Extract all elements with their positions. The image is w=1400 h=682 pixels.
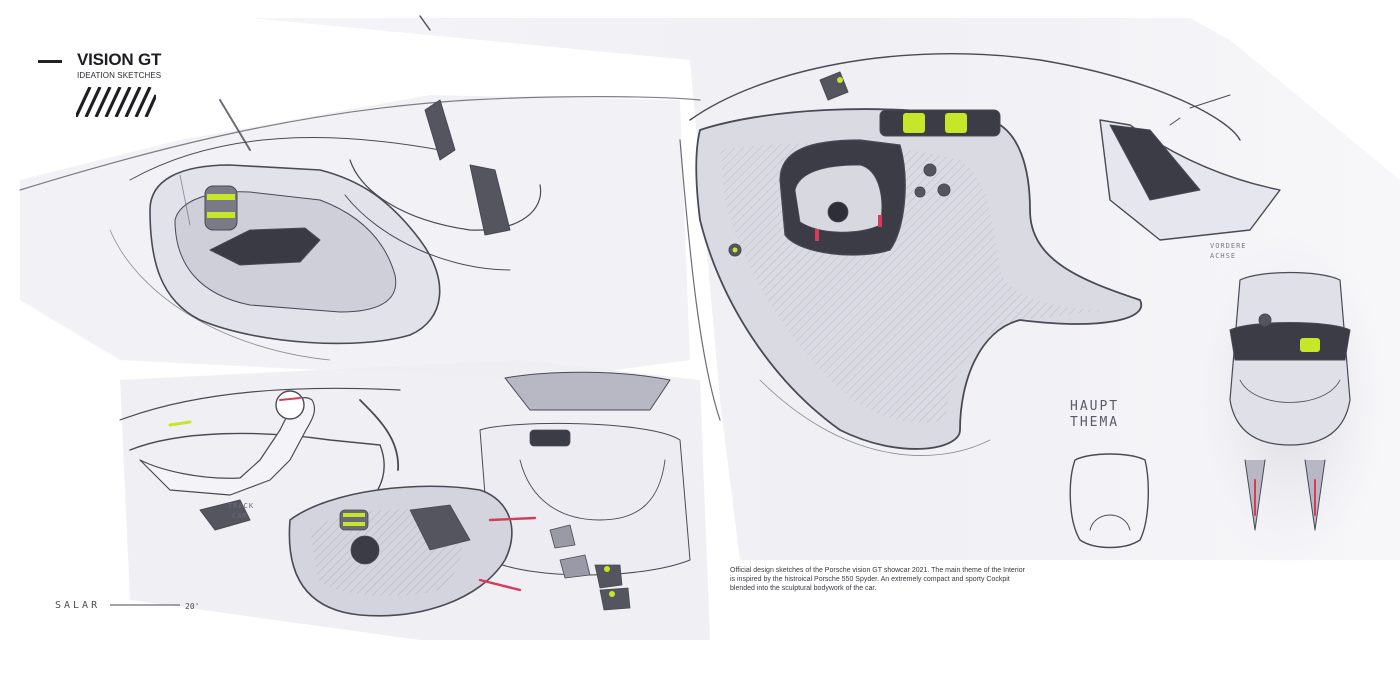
page-subtitle: IDEATION SKETCHES xyxy=(77,71,162,80)
cockpit-tub-sketch xyxy=(288,485,631,617)
description-text: Official design sketches of the Porsche … xyxy=(730,567,1025,592)
track-cam-label-line1: TRACK xyxy=(228,502,254,510)
top-view-sketch xyxy=(1229,271,1351,531)
rear-view-interior-sketch xyxy=(479,371,691,576)
thema-label: THEMA xyxy=(1070,415,1119,430)
driver-profile-sketch xyxy=(119,387,401,531)
haupt-label: HAUPT xyxy=(1070,399,1119,414)
title-block: VISION GT IDEATION SKETCHES xyxy=(38,48,178,128)
cockpit-perspective-sketch xyxy=(19,15,701,361)
artist-signature: SALAR 20' xyxy=(55,600,199,611)
steering-wheel-outline-sketch xyxy=(1069,453,1149,549)
signature-name: SALAR xyxy=(55,600,100,611)
main-cockpit-sketch xyxy=(679,53,1281,456)
title-dash xyxy=(38,60,62,63)
axle-label-line2: ACHSE xyxy=(1210,252,1236,260)
hatch-pattern-icon xyxy=(76,87,156,117)
page-title: VISION GT xyxy=(77,50,162,69)
axle-label-line1: VORDERE xyxy=(1210,242,1247,250)
track-cam-label-line2: CAM xyxy=(232,512,248,520)
signature-year: 20' xyxy=(185,602,199,611)
